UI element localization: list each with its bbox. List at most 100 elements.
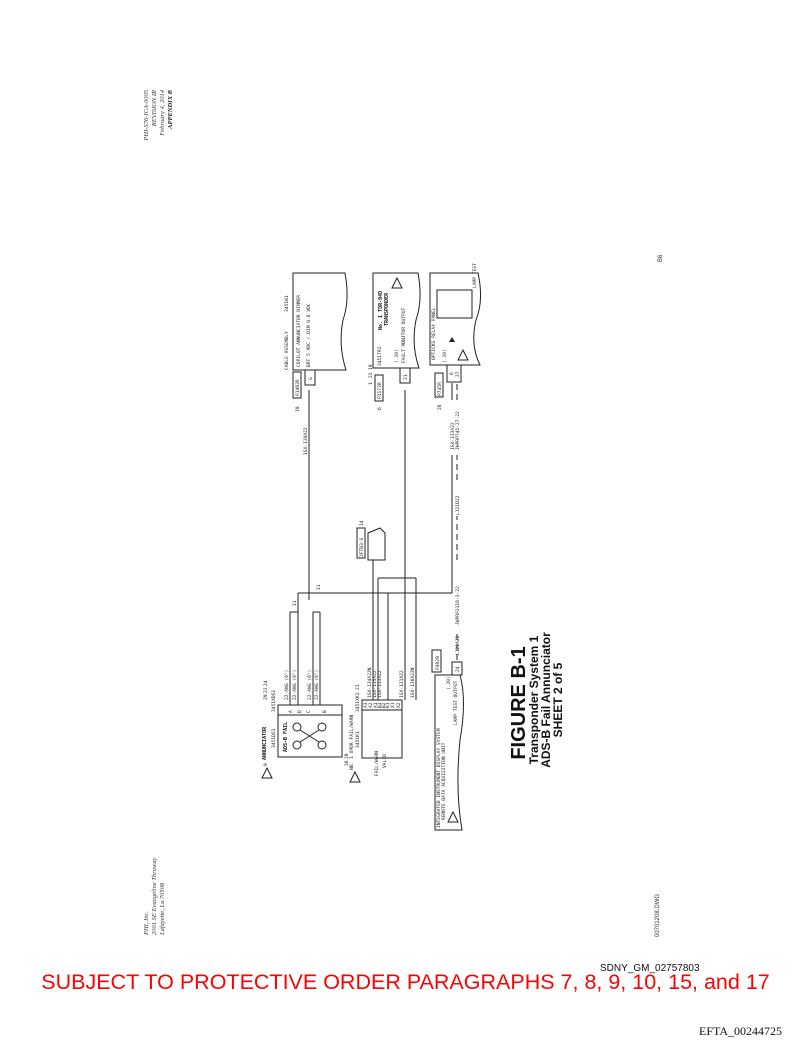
wire-label: 1SX-131A22: [399, 670, 405, 698]
valid-label: VALID: [382, 754, 388, 768]
figure-line1: Transponder System 1: [527, 635, 541, 764]
callout: 11: [292, 600, 298, 606]
relay-title: NO. 1 XPDR FAIL/WARN: [349, 714, 355, 770]
document-header: PHI-S76-ICA-0005 REVISION IR February 4,…: [143, 89, 174, 141]
callout: 14: [359, 520, 365, 526]
annunciator: ANNUNCIATOR 3451DS1 3451XDS1 ADS-B FAIL …: [261, 584, 343, 779]
wire-label: 1SX-133A22: [450, 422, 456, 450]
revision: REVISION IR: [151, 90, 158, 127]
cable-assembly: CABLE ASSEMBLY 3451W1 COPILOT ANNUNCIATO…: [284, 272, 348, 455]
plug-label: P1493R: [295, 379, 301, 396]
pin-label: B3: [377, 702, 383, 708]
iids-line2: REMOTE DATA ACQUISITION UNIT: [441, 742, 447, 820]
gauge: (.20): [394, 349, 400, 363]
transponder-line2: TRANSPONDER: [384, 292, 390, 326]
efta-number: EFTA_00244725: [699, 1024, 783, 1038]
gauge: (.20): [442, 349, 448, 363]
pin-label: B2: [381, 702, 387, 708]
annunciator-ref: 3451DS1: [271, 728, 277, 748]
callout: 28: [437, 404, 443, 410]
figure-line2: ADS-B Fail Annunciator: [539, 632, 553, 768]
city: Lafayette, La 70508: [159, 882, 166, 936]
iids-output: LAMP TEST OUTPUT: [453, 681, 459, 725]
wire-label: 22-AWG (6"): [314, 670, 320, 700]
pin-label: A2: [368, 702, 374, 708]
fail-label: FAIL/WARN: [374, 751, 380, 776]
doc-number: PHI-S76-ICA-0005: [143, 89, 150, 141]
pin-label: X2: [396, 702, 402, 708]
pin-label: 27: [455, 371, 461, 377]
note-triangle-icon: [261, 766, 273, 779]
iids-unit: INTEGRATED INSTRUMENT DISPLAY SYSTEM REM…: [431, 635, 464, 831]
annunciator-connector: 3451XDS1: [271, 690, 277, 712]
figure-caption: FIGURE B-1 Transponder System 1 ADS-B Fa…: [508, 632, 565, 768]
wire-label: 22-AWG (6"): [284, 670, 290, 700]
figure-number: FIGURE B-1: [508, 646, 530, 759]
iids-line1: INTEGRATED INSTRUMENT DISPLAY SYSTEM: [436, 728, 442, 828]
callout: 11: [316, 584, 322, 590]
dashed-wire-labels: JWPRP2118-3-22 L121D22 1SX-133A22 JWPRP7…: [449, 400, 461, 630]
gauge: (.20): [446, 676, 452, 690]
pin-label: G: [308, 377, 314, 380]
pin-label: B: [322, 710, 328, 713]
company-address: PHI, Inc. 2001 SE Evangeline Thruway Laf…: [143, 857, 166, 936]
callout: 9: [263, 763, 269, 766]
wire-label: JWPRP745-27-22: [455, 411, 461, 450]
plug-label: P745R: [437, 382, 443, 396]
street: 2001 SE Evangeline Thruway: [151, 857, 158, 935]
xpdr-fail-relay: NO. 1 XPDR FAIL/WARN 3451K1 3451XK1 26 2…: [344, 667, 416, 783]
wire-label: 1SX-136A22N: [410, 667, 416, 698]
cable-title: CABLE ASSEMBLY: [284, 331, 290, 370]
cable-line1: COPILOT ANNUNCIATOR DIMMER: [296, 295, 302, 367]
wire-label: 22-AWG (6"): [292, 670, 298, 700]
pin-label: 21: [403, 374, 409, 380]
wire-label: 1SX-135A22: [372, 670, 378, 698]
drawing-file: 00701208.DWG: [655, 894, 661, 937]
cable-line2: BRT 5 VDC / DIM 0.8 VDC: [306, 303, 312, 367]
transponder: 3451TR1 No. 1 TDR-94D TRANSPONDER (.20) …: [368, 272, 421, 410]
company-name: PHI, Inc.: [143, 911, 150, 936]
bates-number: SDNY_GM_02757803: [600, 963, 700, 974]
switch-2ftb3: 2FTB3-S 14: [356, 520, 386, 561]
annunciator-title: ANNUNCIATOR: [262, 726, 268, 760]
callout: 24: [263, 680, 269, 686]
plug-label: P4029: [435, 656, 441, 670]
callout: 29: [263, 694, 269, 700]
appendix: APPENDIX B: [167, 89, 174, 129]
wire-label: JWPRP2118-3-22: [455, 586, 461, 625]
callout: 19: [368, 364, 374, 370]
transponder-ref: 3451TR1: [377, 346, 383, 366]
date: February 4, 2014: [159, 89, 166, 136]
pin-label: 24: [455, 666, 461, 672]
lamp-label: LAMP TEST: [472, 263, 478, 288]
callout: 29: [344, 753, 350, 759]
annunciator-legend: ADS-B FAIL: [283, 722, 289, 752]
switch-ref: 2FTB3-S: [359, 537, 365, 557]
relay-panel-title: OPTICKS RELAY PANEL: [431, 307, 437, 360]
wire-label: 22-AWG (6"): [307, 670, 313, 700]
wire-label: 1SX-134A22N: [367, 667, 373, 698]
opticks-relay-panel: OPTICKS RELAY PANEL (.20) LAMP TEST 6 27…: [429, 263, 482, 410]
pin-label: D: [297, 710, 303, 713]
page-code: B6: [658, 254, 664, 262]
callout: 26: [344, 760, 350, 766]
pin-label: A: [288, 710, 294, 713]
wire-label: 1SX-133A22: [377, 670, 383, 698]
callout: 6: [377, 407, 383, 410]
transponder-line1: No. 1 TDR-94D: [378, 291, 384, 330]
protective-order-notice: SUBJECT TO PROTECTIVE ORDER PARAGRAPHS 7…: [41, 970, 770, 994]
wire-label: L121D22: [455, 495, 461, 515]
relay-socket: 3451XK1: [355, 692, 361, 712]
wire-label: 1SX-130A22: [303, 427, 309, 455]
pin-label: C: [306, 710, 312, 713]
callout: 19: [295, 406, 301, 412]
callout: 1: [368, 382, 374, 385]
cable-ref: 3451W1: [284, 295, 290, 312]
figure-sheet: SHEET 2 of 5: [551, 662, 565, 737]
wire-label: L121A22: [455, 635, 461, 655]
transponder-output: FAULT MONITOR OUTPUT: [401, 307, 407, 363]
pin-label: B1: [385, 702, 391, 708]
pin-label: 6: [449, 372, 455, 375]
